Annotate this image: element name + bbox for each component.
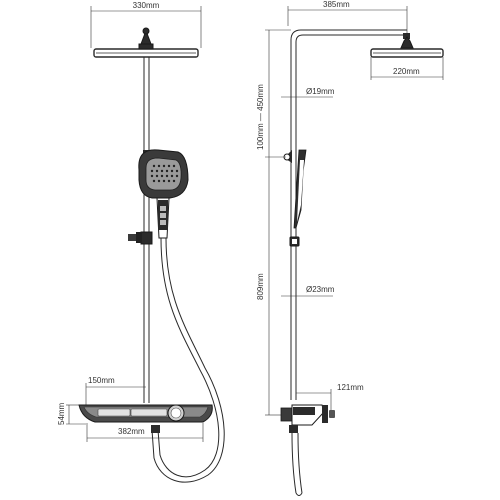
riser-height-dimension: 809mm	[256, 156, 286, 416]
side-thermostatic-valve	[280, 404, 335, 433]
upper-pipe-diameter-dimension: Ø19mm	[281, 87, 335, 98]
shelf-width-label: 382mm	[118, 427, 145, 436]
shelf-depth-label: 150mm	[88, 376, 115, 385]
shelf-height-label: 54mm	[57, 402, 66, 425]
valve-depth-dimension: 121mm	[296, 383, 364, 412]
shelf-depth-dimension: 150mm	[85, 376, 146, 405]
shelf-height-dimension: 54mm	[57, 402, 86, 425]
side-view: 385mm 220mm Ø19mm	[256, 0, 444, 496]
arm-reach-dimension: 385mm	[287, 0, 408, 34]
overhead-shower-head	[93, 27, 199, 58]
side-shower-hose	[291, 432, 303, 496]
head-width-dimension: 330mm	[90, 1, 202, 48]
hand-shower	[138, 149, 189, 239]
height-range-label: 100mm — 450mm	[256, 84, 265, 150]
lower-pipe-diameter-label: Ø23mm	[306, 285, 335, 294]
upper-pipe-diameter-label: Ø19mm	[306, 87, 335, 96]
thermostatic-shelf	[78, 404, 213, 423]
front-view: 330mm	[57, 1, 225, 483]
shelf-width-dimension: 382mm	[86, 423, 204, 442]
arm-reach-label: 385mm	[323, 0, 350, 9]
head-diameter-dimension: 220mm	[371, 67, 443, 78]
head-width-label: 330mm	[133, 1, 160, 10]
shower-hose	[151, 237, 225, 483]
side-riser-and-arm	[290, 29, 410, 400]
side-overhead-head	[370, 36, 444, 80]
head-diameter-label: 220mm	[393, 67, 420, 76]
hand-shower-nozzles	[150, 164, 179, 183]
valve-depth-label: 121mm	[337, 383, 364, 392]
lower-pipe-diameter-dimension: Ø23mm	[281, 285, 335, 297]
adjustable-height-dimension: 100mm — 450mm	[256, 29, 291, 157]
front-riser-pipe	[128, 57, 153, 403]
side-hand-shower	[283, 149, 307, 247]
riser-height-label: 809mm	[256, 273, 265, 300]
